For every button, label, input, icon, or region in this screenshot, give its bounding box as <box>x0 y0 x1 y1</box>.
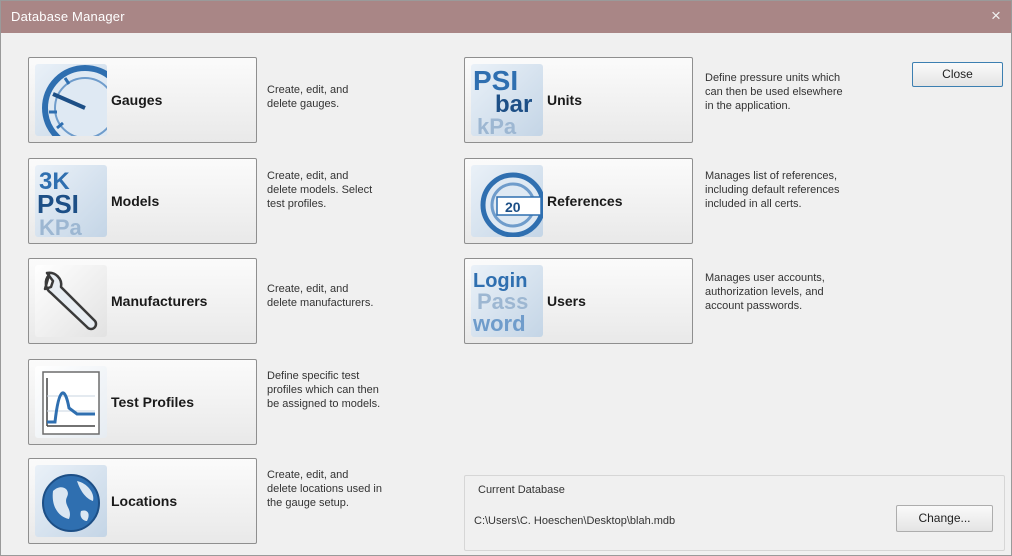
references-description: Manages list of references, including de… <box>705 170 840 210</box>
current-database-path: C:\Users\C. Hoeschen\Desktop\blah.mdb <box>474 515 676 527</box>
users-icon: Login Pass word <box>471 265 543 337</box>
manufacturers-label: Manufacturers <box>111 293 208 309</box>
gauges-button[interactable]: Gauges <box>28 57 257 143</box>
manufacturers-description: Create, edit, and delete manufacturers. <box>267 283 374 309</box>
models-description: Create, edit, and delete models. Select … <box>267 170 373 210</box>
globe-icon <box>35 465 107 537</box>
test-profiles-description: Define specific test profiles which can … <box>267 370 381 410</box>
close-button[interactable]: Close <box>912 62 1003 87</box>
test-profiles-label: Test Profiles <box>111 394 194 410</box>
locations-description: Create, edit, and delete locations used … <box>267 469 382 509</box>
gauge-icon <box>35 64 107 136</box>
references-button[interactable]: 20 References <box>464 158 693 244</box>
manufacturers-button[interactable]: Manufacturers <box>28 258 257 344</box>
users-icon-text-3: word <box>472 311 526 336</box>
chart-icon <box>35 366 107 438</box>
title-bar[interactable]: Database Manager × <box>1 1 1011 33</box>
users-label: Users <box>547 293 586 309</box>
users-button[interactable]: Login Pass word Users <box>464 258 693 344</box>
close-icon[interactable]: × <box>991 6 1001 25</box>
locations-label: Locations <box>111 493 178 509</box>
users-icon-text-2: Pass <box>477 289 528 314</box>
units-icon-text-3: kPa <box>477 114 517 136</box>
units-button[interactable]: PSI bar kPa Units <box>464 57 693 143</box>
models-icon-text-3: KPa <box>39 215 83 237</box>
references-icon: 20 <box>471 165 543 237</box>
test-profiles-button[interactable]: Test Profiles <box>28 359 257 445</box>
models-icon-text-1: 3K <box>39 168 70 195</box>
wrench-icon <box>35 265 107 337</box>
references-icon-text: 20 <box>505 199 521 215</box>
window-title: Database Manager <box>11 9 125 24</box>
users-description: Manages user accounts, authorization lev… <box>705 272 825 312</box>
models-label: Models <box>111 193 160 209</box>
units-icon-text-2: bar <box>495 91 532 118</box>
locations-button[interactable]: Locations <box>28 458 257 544</box>
current-database-label: Current Database <box>478 484 565 496</box>
models-icon-text-2: PSI <box>37 189 79 219</box>
gauges-description: Create, edit, and delete gauges. <box>267 84 349 110</box>
units-icon-text-1: PSI <box>473 65 518 96</box>
units-description: Define pressure units which can then be … <box>705 72 843 112</box>
gauges-label: Gauges <box>111 92 163 108</box>
models-button[interactable]: 3K PSI KPa Models <box>28 158 257 244</box>
change-database-button[interactable]: Change... <box>896 505 993 532</box>
models-icon: 3K PSI KPa <box>35 165 107 237</box>
references-label: References <box>547 193 623 209</box>
units-icon: PSI bar kPa <box>471 64 543 136</box>
users-icon-text-1: Login <box>473 270 527 292</box>
units-label: Units <box>547 92 582 108</box>
current-database-group: Current Database C:\Users\C. Hoeschen\De… <box>464 475 1005 551</box>
